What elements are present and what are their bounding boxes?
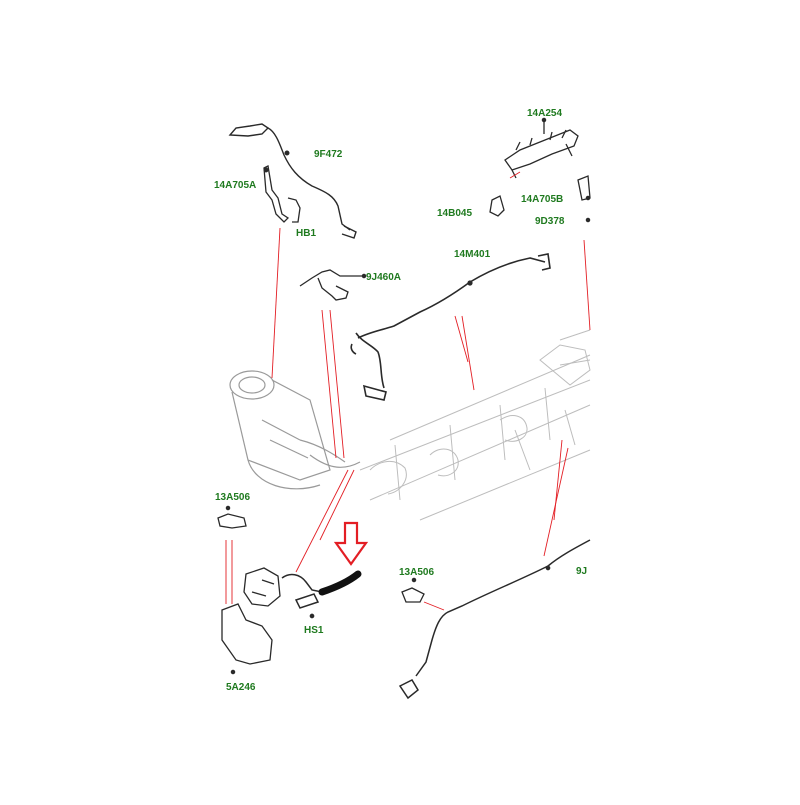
leader-line-9d378 <box>583 239 591 331</box>
label-13a506-right: 13A506 <box>399 567 434 578</box>
label-5a246: 5A246 <box>226 682 256 693</box>
label-9j460a: 9J460A <box>366 272 401 283</box>
leader-line-hs1-a <box>295 469 349 573</box>
catalytic-converter-drawing <box>229 370 361 490</box>
leader-lines <box>225 171 591 611</box>
harness-14m401-drawing <box>350 253 551 401</box>
label-hb1: HB1 <box>296 228 316 239</box>
clip-14b045-drawing <box>489 195 505 217</box>
bracket-14a705a-drawing <box>263 165 301 223</box>
label-9f472: 9F472 <box>314 149 343 160</box>
bracket-14a705b-drawing <box>577 175 591 223</box>
clip-13a506-left-drawing <box>217 505 247 529</box>
label-14a705b: 14A705B <box>521 194 563 205</box>
label-13a506-left: 13A506 <box>215 492 250 503</box>
label-9j-partial: 9J <box>576 566 587 577</box>
label-hs1: HS1 <box>304 625 324 636</box>
label-14m401: 14M401 <box>454 249 491 260</box>
leader-line-14m401-b <box>461 315 475 391</box>
sensor-9j460a-drawing <box>299 269 367 301</box>
heat-shield-5a246-drawing <box>221 567 281 675</box>
highlighted-hose-part <box>318 570 362 596</box>
leader-line-14m401-a <box>454 315 469 363</box>
part-labels: 9F472 14A705A HB1 9J460A 14A254 14B045 1… <box>214 108 587 693</box>
leader-line-9j460a-a <box>321 309 337 459</box>
clip-13a506-right-drawing <box>401 577 425 603</box>
hose-hs1-drawing <box>281 573 323 619</box>
down-arrow-icon <box>333 521 369 566</box>
label-14a254: 14A254 <box>527 108 562 119</box>
leader-line-hb1 <box>271 227 281 379</box>
chassis-frame-drawing <box>359 329 591 521</box>
label-14b045: 14B045 <box>437 208 472 219</box>
sensor-9f472-drawing <box>228 123 357 239</box>
bracket-14a254-drawing <box>504 117 579 179</box>
leader-line-9j460a-b <box>329 309 345 459</box>
leader-line-hs1-b <box>319 469 355 541</box>
leader-line-9j-b <box>553 439 563 521</box>
label-14a705a: 14A705A <box>214 180 256 191</box>
harness-9j-drawing <box>398 539 591 700</box>
leader-line-14b045 <box>509 171 521 179</box>
label-9d378: 9D378 <box>535 216 565 227</box>
leader-line-13a506-right <box>423 601 445 611</box>
